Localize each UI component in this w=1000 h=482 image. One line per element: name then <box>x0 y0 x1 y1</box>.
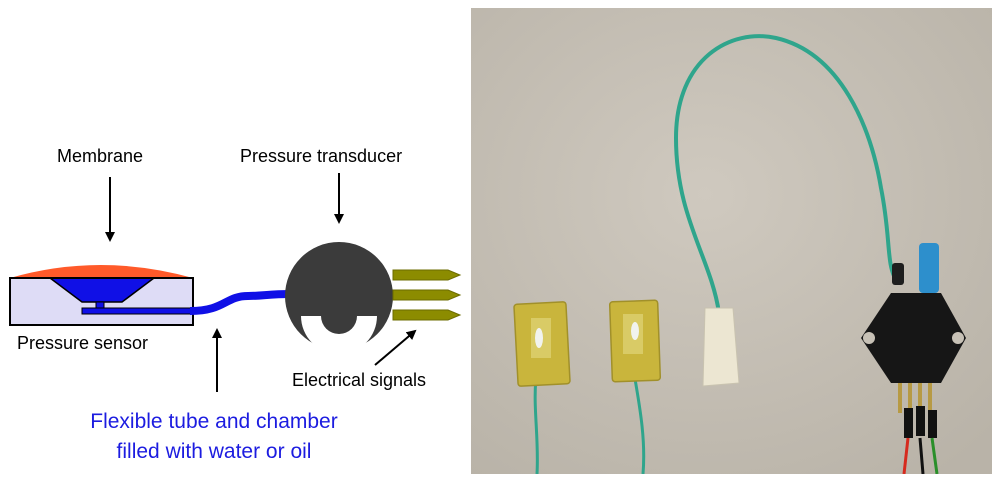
pressure-transducer <box>285 242 393 354</box>
pressure-sensor-label: Pressure sensor <box>17 333 148 353</box>
green-tube <box>673 34 898 314</box>
membrane-label: Membrane <box>57 146 143 166</box>
signals-arrow <box>374 329 417 366</box>
tube-caption-line2: filled with water or oil <box>117 440 312 463</box>
electrical-signals-label: Electrical signals <box>292 370 426 390</box>
pressure-transducer-chip <box>861 243 966 383</box>
pressure-sensor <box>9 265 194 326</box>
connector-wires <box>898 383 939 474</box>
pad-sensor-2 <box>608 299 662 383</box>
pad-sensor-1 <box>513 301 571 387</box>
sensor-photo <box>471 8 992 474</box>
schematic-diagram: Membrane Pressure sensor Pressure transd… <box>9 146 462 463</box>
tube-caption-line1: Flexible tube and chamber <box>90 410 337 433</box>
white-pad-sensor <box>702 307 740 387</box>
electrical-pins <box>392 269 462 321</box>
membrane <box>10 265 193 278</box>
flexible-tube <box>189 290 291 315</box>
pressure-transducer-label: Pressure transducer <box>240 146 402 166</box>
